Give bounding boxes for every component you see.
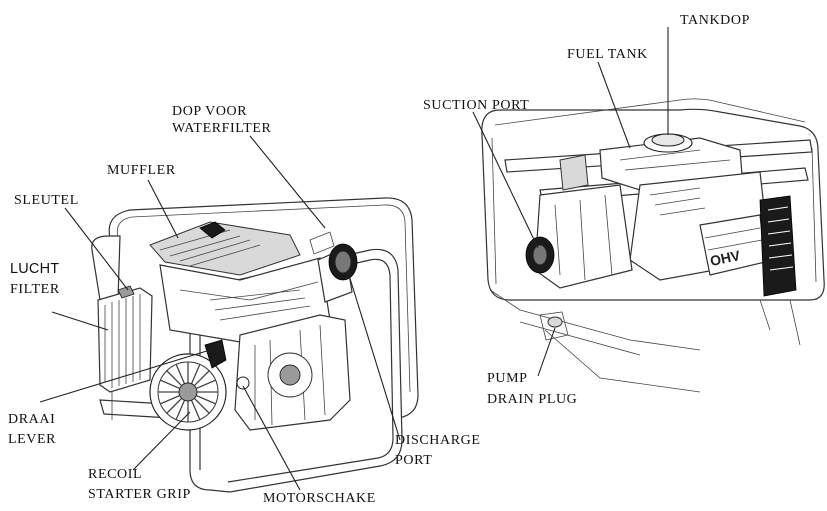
label-dop-voor-text: DOP VOOR (172, 104, 248, 119)
label-tankdop-text: TANKDOP (680, 13, 750, 28)
label-pump-text: PUMP (487, 371, 528, 386)
label-filter-text: FILTER (10, 282, 60, 297)
label-tankdop: TANKDOP (680, 12, 750, 29)
leader-lucht-filter (51, 311, 109, 331)
ohv-badge: OHV (709, 247, 743, 269)
leader-lines (39, 27, 669, 491)
label-discharge-port: DISCHARGE PORT (395, 432, 481, 469)
label-waterfilter-text: WATERFILTER (172, 121, 272, 136)
leader-muffler (147, 179, 179, 239)
leader-suction-port (472, 111, 539, 249)
label-suction-port-text: SUCTION PORT (423, 98, 530, 113)
label-lucht-filter: LUCHT FILTER (10, 261, 60, 298)
leader-motorschake (242, 385, 301, 491)
leader-dop-voor-waterfilter (249, 135, 326, 229)
label-draai-text: DRAAI (8, 412, 56, 427)
leader-draai-lever (39, 349, 211, 403)
label-draai-lever: DRAAI LEVER (8, 411, 56, 448)
label-drain-plug-text: DRAIN PLUG (487, 392, 578, 407)
leader-fuel-tank (597, 61, 631, 149)
right-pump-illustration: OHV (481, 98, 825, 393)
label-suction-port: SUCTION PORT (423, 97, 529, 114)
leader-pump-drain-plug (537, 327, 556, 377)
left-pump-illustration (91, 197, 419, 493)
label-muffler: MUFFLER (107, 162, 176, 179)
label-pump-drain-plug: PUMP DRAIN PLUG (487, 370, 577, 408)
leader-recoil-starter-grip (132, 411, 191, 471)
label-muffler-text: MUFFLER (107, 163, 176, 178)
label-recoil-starter-grip: RECOIL STARTER GRIP (88, 466, 191, 503)
label-discharge-text: DISCHARGE (395, 433, 481, 448)
label-sleutel-text: SLEUTEL (14, 193, 79, 208)
leader-sleutel (64, 207, 129, 291)
label-dop-voor-waterfilter: DOP VOOR WATERFILTER (172, 103, 271, 137)
label-starter-grip-text: STARTER GRIP (88, 487, 191, 502)
label-lucht-text: LUCHT (10, 261, 60, 277)
label-lever-text: LEVER (8, 432, 57, 447)
label-sleutel: SLEUTEL (14, 192, 79, 209)
label-motorschake: MOTORSCHAKE (263, 490, 376, 507)
label-motorschake-text: MOTORSCHAKE (263, 491, 376, 506)
label-fuel-tank: FUEL TANK (567, 46, 648, 63)
label-port-text: PORT (395, 453, 433, 468)
label-fuel-tank-text: FUEL TANK (567, 47, 648, 62)
label-recoil-text: RECOIL (88, 467, 143, 482)
leader-discharge-port (347, 271, 401, 441)
